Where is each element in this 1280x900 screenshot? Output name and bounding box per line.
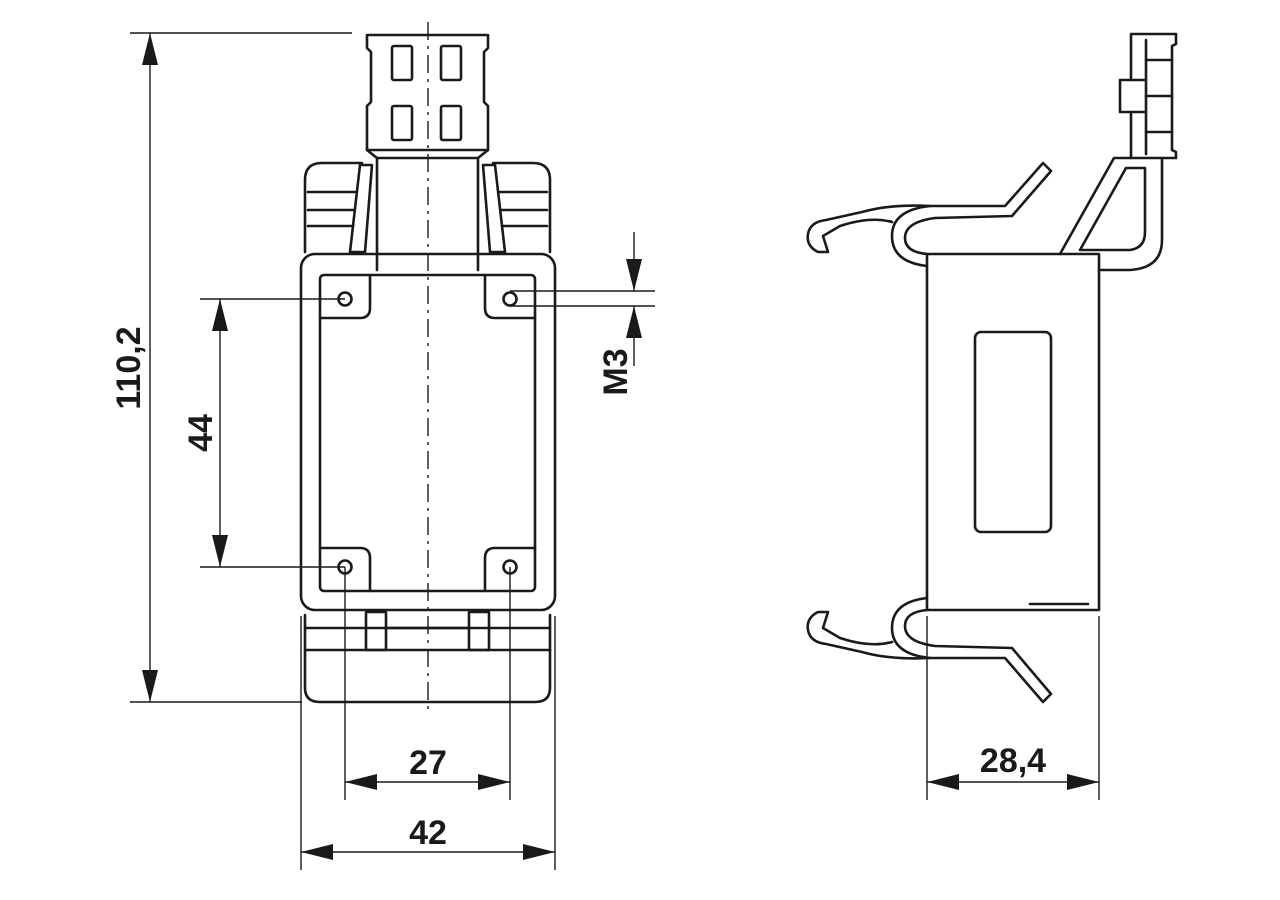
- dim-hole-horizontal-label: 27: [409, 744, 447, 782]
- dim-depth-label: 28,4: [980, 742, 1046, 780]
- dimension-hole-spacing-horizontal: 27: [344, 567, 511, 800]
- side-label-window: [973, 330, 1053, 534]
- side-view: [806, 32, 1178, 704]
- dimension-depth: 28,4: [926, 616, 1100, 800]
- side-lower-lever: [806, 596, 1053, 704]
- dimension-overall-height: 110,2: [110, 32, 352, 703]
- dim-overall-height-label: 110,2: [110, 326, 148, 409]
- dim-thread-label: M3: [597, 348, 635, 395]
- dim-width-label: 42: [409, 814, 447, 852]
- dim-hole-vertical-label: 44: [182, 414, 220, 452]
- front-view: [299, 22, 557, 712]
- dimension-hole-spacing-vertical: 44: [182, 298, 345, 568]
- dimension-width: 42: [300, 616, 556, 870]
- side-top-connector: [1058, 32, 1178, 272]
- dimension-thread: M3: [510, 232, 655, 396]
- side-upper-lever: [806, 161, 1053, 268]
- front-upper-lever: [303, 161, 552, 254]
- front-top-connector: [348, 33, 507, 272]
- side-housing: [925, 252, 1101, 612]
